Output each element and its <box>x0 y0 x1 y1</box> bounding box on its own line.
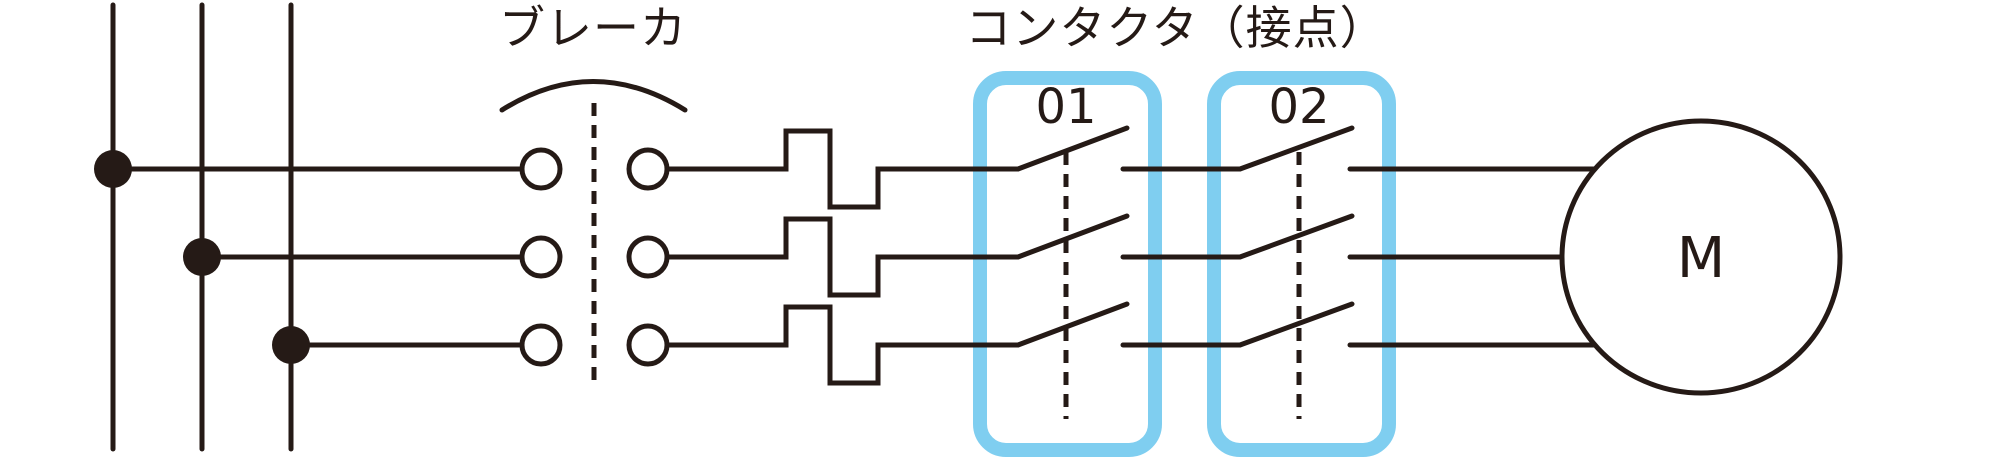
breaker-contact-left <box>519 323 563 367</box>
thermal-element-symbol <box>664 216 1021 298</box>
contactor-02-blade <box>1237 213 1355 260</box>
breaker-contact-right <box>626 323 670 367</box>
contactor-01-label: 01 <box>1035 79 1096 135</box>
contactor-boxes <box>973 71 1396 457</box>
breaker-contact-right <box>626 147 670 191</box>
breaker-contact-left <box>519 147 563 191</box>
phase1-wire <box>110 125 1608 210</box>
junction-dot-phase2 <box>183 238 221 276</box>
breaker-label: ブレーカ <box>499 1 687 55</box>
motor-circle <box>1559 118 1843 396</box>
contactor-02-blade <box>1237 301 1355 348</box>
contactor-label: コンタクタ（接点） <box>965 1 1386 55</box>
contactor-02-blade <box>1237 125 1355 172</box>
contactor-01-blade <box>1015 125 1130 172</box>
contactor-02-box <box>1207 71 1396 457</box>
phase3-wire <box>288 301 1608 386</box>
junction-dot-phase1 <box>94 150 132 188</box>
labels: ブレーカ コンタクタ（接点） 01 02 M <box>499 1 1725 291</box>
contactor-01-box <box>973 71 1162 457</box>
contactor-01-blade <box>1015 301 1130 348</box>
wiring <box>110 2 1608 452</box>
junction-dots <box>94 150 310 364</box>
breaker-contact-right <box>626 235 670 279</box>
contactor-01-blade <box>1015 213 1130 260</box>
phase2-wire <box>199 213 1573 298</box>
motor-label: M <box>1677 226 1725 291</box>
breaker-contact-left <box>519 235 563 279</box>
thermal-element-symbol <box>664 128 1021 210</box>
breaker-arc <box>499 79 688 113</box>
junction-dot-phase3 <box>272 326 310 364</box>
contactor-02-label: 02 <box>1268 79 1329 135</box>
thermal-element-symbol <box>664 304 1021 386</box>
